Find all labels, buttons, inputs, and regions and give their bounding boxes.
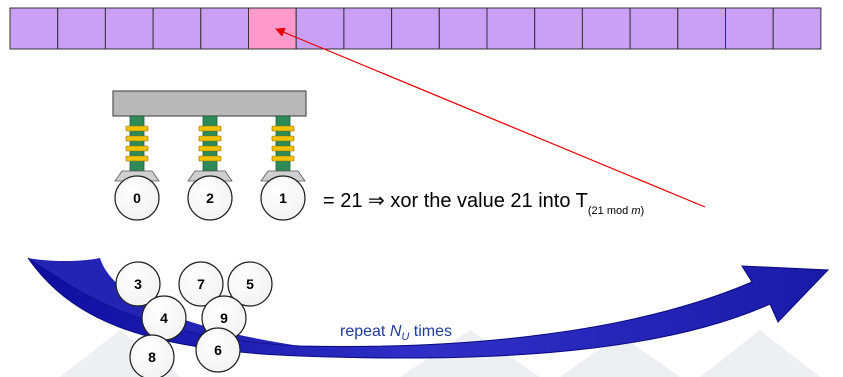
equation-subscript: (21 mod m) <box>588 205 644 217</box>
selected-ball: 1 <box>260 175 306 221</box>
table-cell <box>200 7 250 50</box>
table-cell-highlighted <box>248 7 297 50</box>
selected-ball: 2 <box>187 175 233 221</box>
pool-ball: 8 <box>129 334 175 377</box>
pointer-arrow <box>275 27 706 208</box>
subscript-var: m <box>631 205 641 217</box>
table-cell <box>343 7 393 50</box>
ball-pool: 3 7 5 4 9 8 6 <box>115 261 273 377</box>
repeat-sub: U <box>401 331 410 343</box>
spring <box>260 115 306 182</box>
ball-number: 9 <box>220 310 228 326</box>
spring <box>114 115 160 182</box>
ball-number: 3 <box>134 276 142 292</box>
subscript-end: ) <box>640 205 645 217</box>
springs <box>114 115 306 182</box>
ball-number: 1 <box>279 190 287 206</box>
ball-number: 0 <box>133 190 141 206</box>
table-cell <box>438 7 488 50</box>
repeat-var: N <box>389 323 402 340</box>
table-cell <box>295 7 345 50</box>
hash-table <box>9 7 822 50</box>
table-cell <box>677 7 726 50</box>
lottery-machine: 0 2 1 <box>112 90 307 221</box>
equation-prefix: = 21 ⇒ xor the value 21 into T <box>323 190 588 212</box>
table-cell <box>534 7 583 50</box>
table-cell <box>152 7 202 50</box>
selected-balls: 0 2 1 <box>114 175 306 221</box>
pool-ball: 6 <box>195 327 241 373</box>
machine-platform <box>112 90 307 117</box>
table-cell <box>104 7 154 50</box>
table-cell <box>57 7 106 50</box>
ball-number: 8 <box>148 349 156 365</box>
pool-ball: 7 <box>178 261 224 307</box>
table-cell <box>391 7 440 50</box>
selected-ball: 0 <box>114 175 160 221</box>
ball-number: 2 <box>206 190 214 206</box>
equation-text: = 21 ⇒ xor the value 21 into T(21 mod m) <box>323 188 644 217</box>
loop-arrow-tail <box>28 258 300 346</box>
pool-ball: 5 <box>227 261 273 307</box>
repeat-main: repeat <box>340 323 390 340</box>
table-cell <box>629 7 679 50</box>
table-cell <box>772 7 822 50</box>
subscript-main: (21 mod <box>587 205 632 217</box>
repeat-end: times <box>409 323 452 340</box>
ball-number: 5 <box>246 276 254 292</box>
ball-number: 6 <box>214 342 222 358</box>
table-cell <box>9 7 59 50</box>
pool-ball: 4 <box>141 295 187 341</box>
ball-number: 4 <box>160 310 168 326</box>
pool-ball: 3 <box>115 261 161 307</box>
spring <box>187 115 233 182</box>
ball-number: 7 <box>197 276 205 292</box>
table-cell <box>486 7 536 50</box>
table-cell <box>725 7 774 50</box>
repeat-label: repeat NU times <box>340 323 452 343</box>
table-cell <box>581 7 631 50</box>
